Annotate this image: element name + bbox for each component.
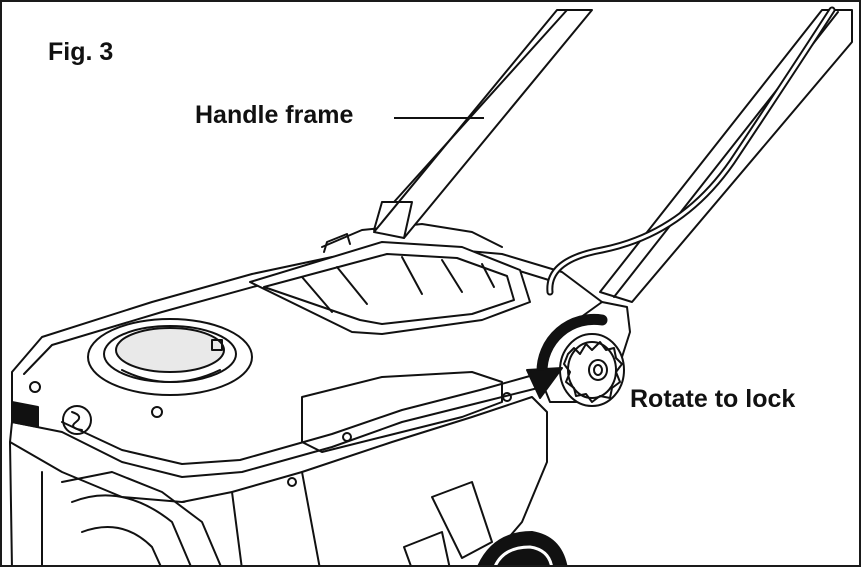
rotate-to-lock-callout: Rotate to lock xyxy=(630,385,796,413)
lock-knob xyxy=(559,333,625,407)
chute-opening xyxy=(115,327,225,373)
auger-housing xyxy=(61,471,222,565)
top-lid xyxy=(249,241,531,335)
rotate-arrow xyxy=(536,313,608,378)
wheel xyxy=(477,531,568,565)
handle-frame-left-arm xyxy=(373,9,593,239)
brand-logo xyxy=(62,405,92,435)
lower-shroud xyxy=(181,396,548,565)
handle-frame-callout: Handle frame xyxy=(195,101,354,129)
figure-label: Fig. 3 xyxy=(48,38,114,66)
